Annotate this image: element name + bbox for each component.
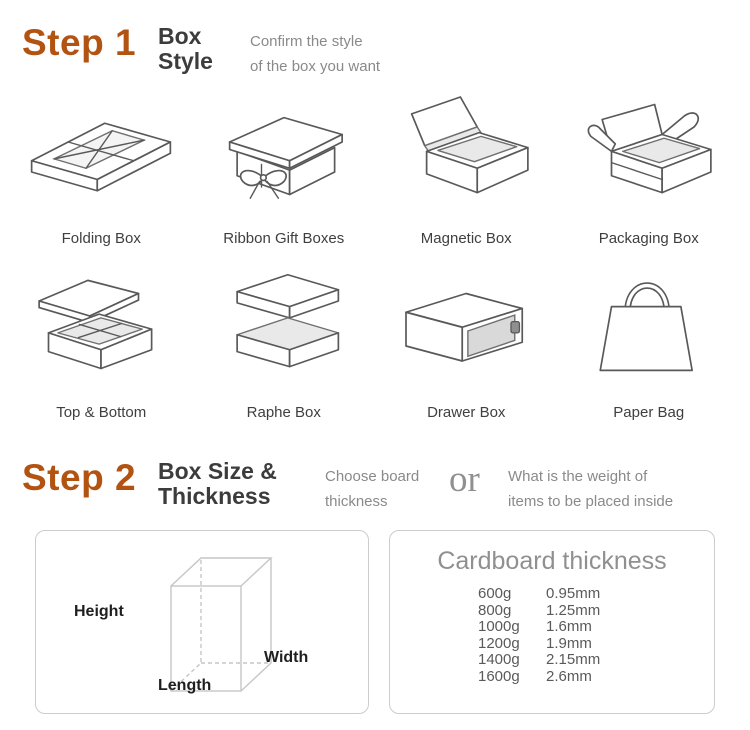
- thickness-weight: 600g: [478, 585, 512, 602]
- thickness-value: 0.95mm: [546, 585, 601, 602]
- step1-label: Step 1: [22, 22, 137, 63]
- box-style-item-paper-bag: Paper Bag: [558, 260, 741, 424]
- step2-title-line2: Thickness: [158, 483, 271, 509]
- or-text: or: [449, 459, 480, 500]
- thickness-row: 1400g 2.15mm: [478, 651, 714, 669]
- step2-option1: Choose board thickness: [325, 464, 419, 514]
- width-label: Width: [264, 649, 309, 666]
- thickness-row: 1000g 1.6mm: [478, 618, 714, 636]
- step1-title-line2: Style: [158, 48, 213, 74]
- step1-title: Box Style: [158, 24, 213, 74]
- box-style-item-packaging: Packaging Box: [558, 86, 741, 250]
- box-style-label: Packaging Box: [598, 230, 699, 247]
- paper-bag-icon: [574, 260, 724, 402]
- step1-title-line1: Box: [158, 23, 202, 49]
- step2-option1-line1: Choose board: [325, 468, 420, 485]
- thickness-weight: 1600g: [478, 667, 520, 685]
- step2-title: Box Size & Thickness: [158, 459, 277, 509]
- box-style-grid: Folding Box Ribbon Gift B: [10, 86, 740, 424]
- box-style-label: Folding Box: [61, 230, 141, 247]
- step2-option2-line1: What is the weight of: [508, 468, 648, 485]
- thickness-weight: 1200g: [478, 634, 520, 652]
- step1-desc-line1: Confirm the style: [250, 33, 363, 50]
- thickness-value: 1.25mm: [546, 601, 601, 619]
- cardboard-thickness-panel: Cardboard thickness 600g 0.95mm 800g 1.25m…: [389, 530, 715, 714]
- box-size-panel: Height Width Length: [35, 530, 369, 714]
- step1-description: Confirm the style of the box you want: [250, 29, 380, 79]
- box-style-label: Top & Bottom: [56, 404, 147, 421]
- box-style-item-ribbon: Ribbon Gift Boxes: [193, 86, 376, 250]
- step1-desc-line2: of the box you want: [250, 58, 381, 75]
- drawer-box-icon: [391, 260, 541, 402]
- packaging-box-icon: [574, 86, 724, 228]
- thickness-value: 1.9mm: [546, 634, 592, 652]
- box-style-label: Raphe Box: [246, 404, 321, 421]
- step2-title-line1: Box Size &: [158, 458, 277, 484]
- length-label: Length: [158, 677, 212, 694]
- thickness-value: 2.15mm: [546, 651, 601, 668]
- thickness-table: 600g 0.95mm 800g 1.25mm 1000g 1.6mm 1200g 1.…: [478, 585, 714, 686]
- thickness-weight: 800g: [478, 601, 512, 619]
- box-style-item-top-bottom: Top & Bottom: [10, 260, 193, 424]
- box-style-label: Ribbon Gift Boxes: [223, 230, 345, 247]
- step2-option2: What is the weight of items to be placed…: [508, 464, 673, 514]
- height-label: Height: [74, 603, 124, 620]
- step2-label: Step 2: [22, 457, 137, 498]
- box-style-item-folding: Folding Box: [10, 86, 193, 250]
- folding-box-icon: [26, 86, 176, 228]
- box-style-label: Magnetic Box: [420, 230, 512, 247]
- ribbon-gift-boxes-icon: [209, 86, 359, 228]
- step2-option2-line2: items to be placed inside: [508, 493, 674, 510]
- thickness-value: 2.6mm: [546, 667, 592, 685]
- thickness-row: 1600g 2.6mm: [478, 667, 714, 686]
- thickness-weight: 1000g: [478, 618, 520, 635]
- box-style-item-raphe: Raphe Box: [193, 260, 376, 424]
- step2-option1-line2: thickness: [325, 493, 388, 510]
- raphe-box-icon: [209, 260, 359, 402]
- thickness-row: 600g 0.95mm: [478, 585, 714, 603]
- cardboard-thickness-title: Cardboard thickness: [437, 547, 667, 575]
- top-bottom-box-icon: [26, 260, 176, 402]
- box-style-item-magnetic: Magnetic Box: [375, 86, 558, 250]
- box-style-item-drawer: Drawer Box: [375, 260, 558, 424]
- cube-diagram-icon: [170, 557, 273, 692]
- thickness-row: 1200g 1.9mm: [478, 634, 714, 653]
- box-style-label: Drawer Box: [427, 404, 506, 421]
- thickness-row: 800g 1.25mm: [478, 601, 714, 620]
- thickness-weight: 1400g: [478, 651, 520, 668]
- box-style-label: Paper Bag: [613, 404, 685, 421]
- thickness-value: 1.6mm: [546, 618, 592, 635]
- magnetic-box-icon: [391, 86, 541, 228]
